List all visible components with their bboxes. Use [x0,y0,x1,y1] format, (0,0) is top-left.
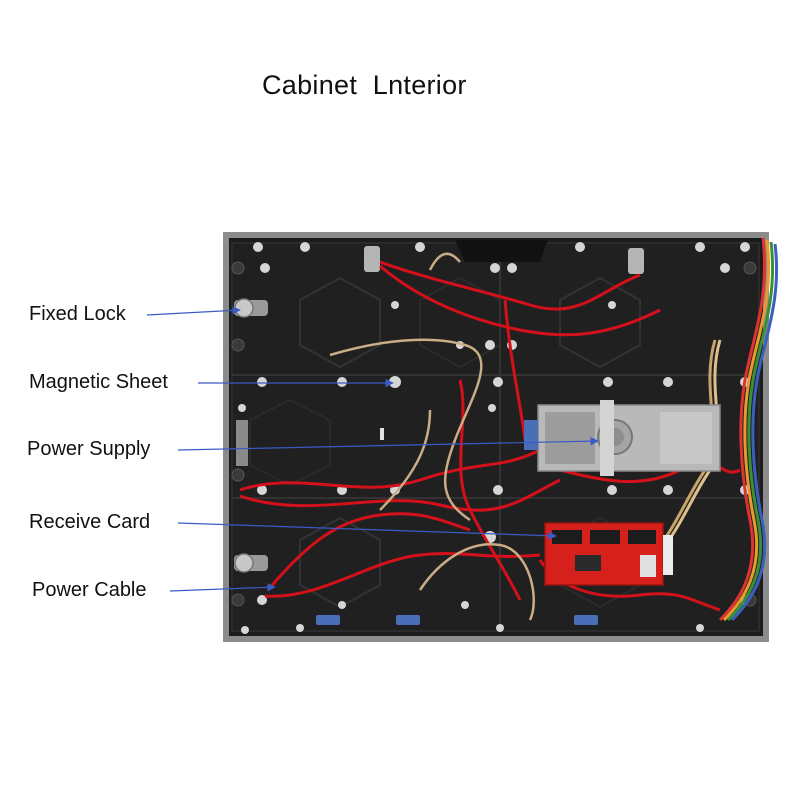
power-cables [239,260,741,612]
power-supply-unit [524,400,721,476]
callout-power-cable: Power Cable [32,579,147,601]
magnetic-sheet-markers [380,428,384,440]
callout-fixed-lock: Fixed Lock [29,303,126,325]
callout-magnetic-sheet: Magnetic Sheet [29,371,168,393]
page-title: Cabinet Lnterior [262,70,467,100]
ribbon-cable [718,237,779,622]
callout-receive-card: Receive Card [29,511,151,533]
callout-arrows [146,306,599,592]
signal-cables [329,252,535,621]
cabinet-panel-grid [232,243,759,631]
top-notch [455,240,548,262]
top-locks [364,246,644,274]
callout-power-supply: Power Supply [27,438,151,460]
receive-card-board [544,522,673,586]
bottom-connectors [316,615,598,625]
